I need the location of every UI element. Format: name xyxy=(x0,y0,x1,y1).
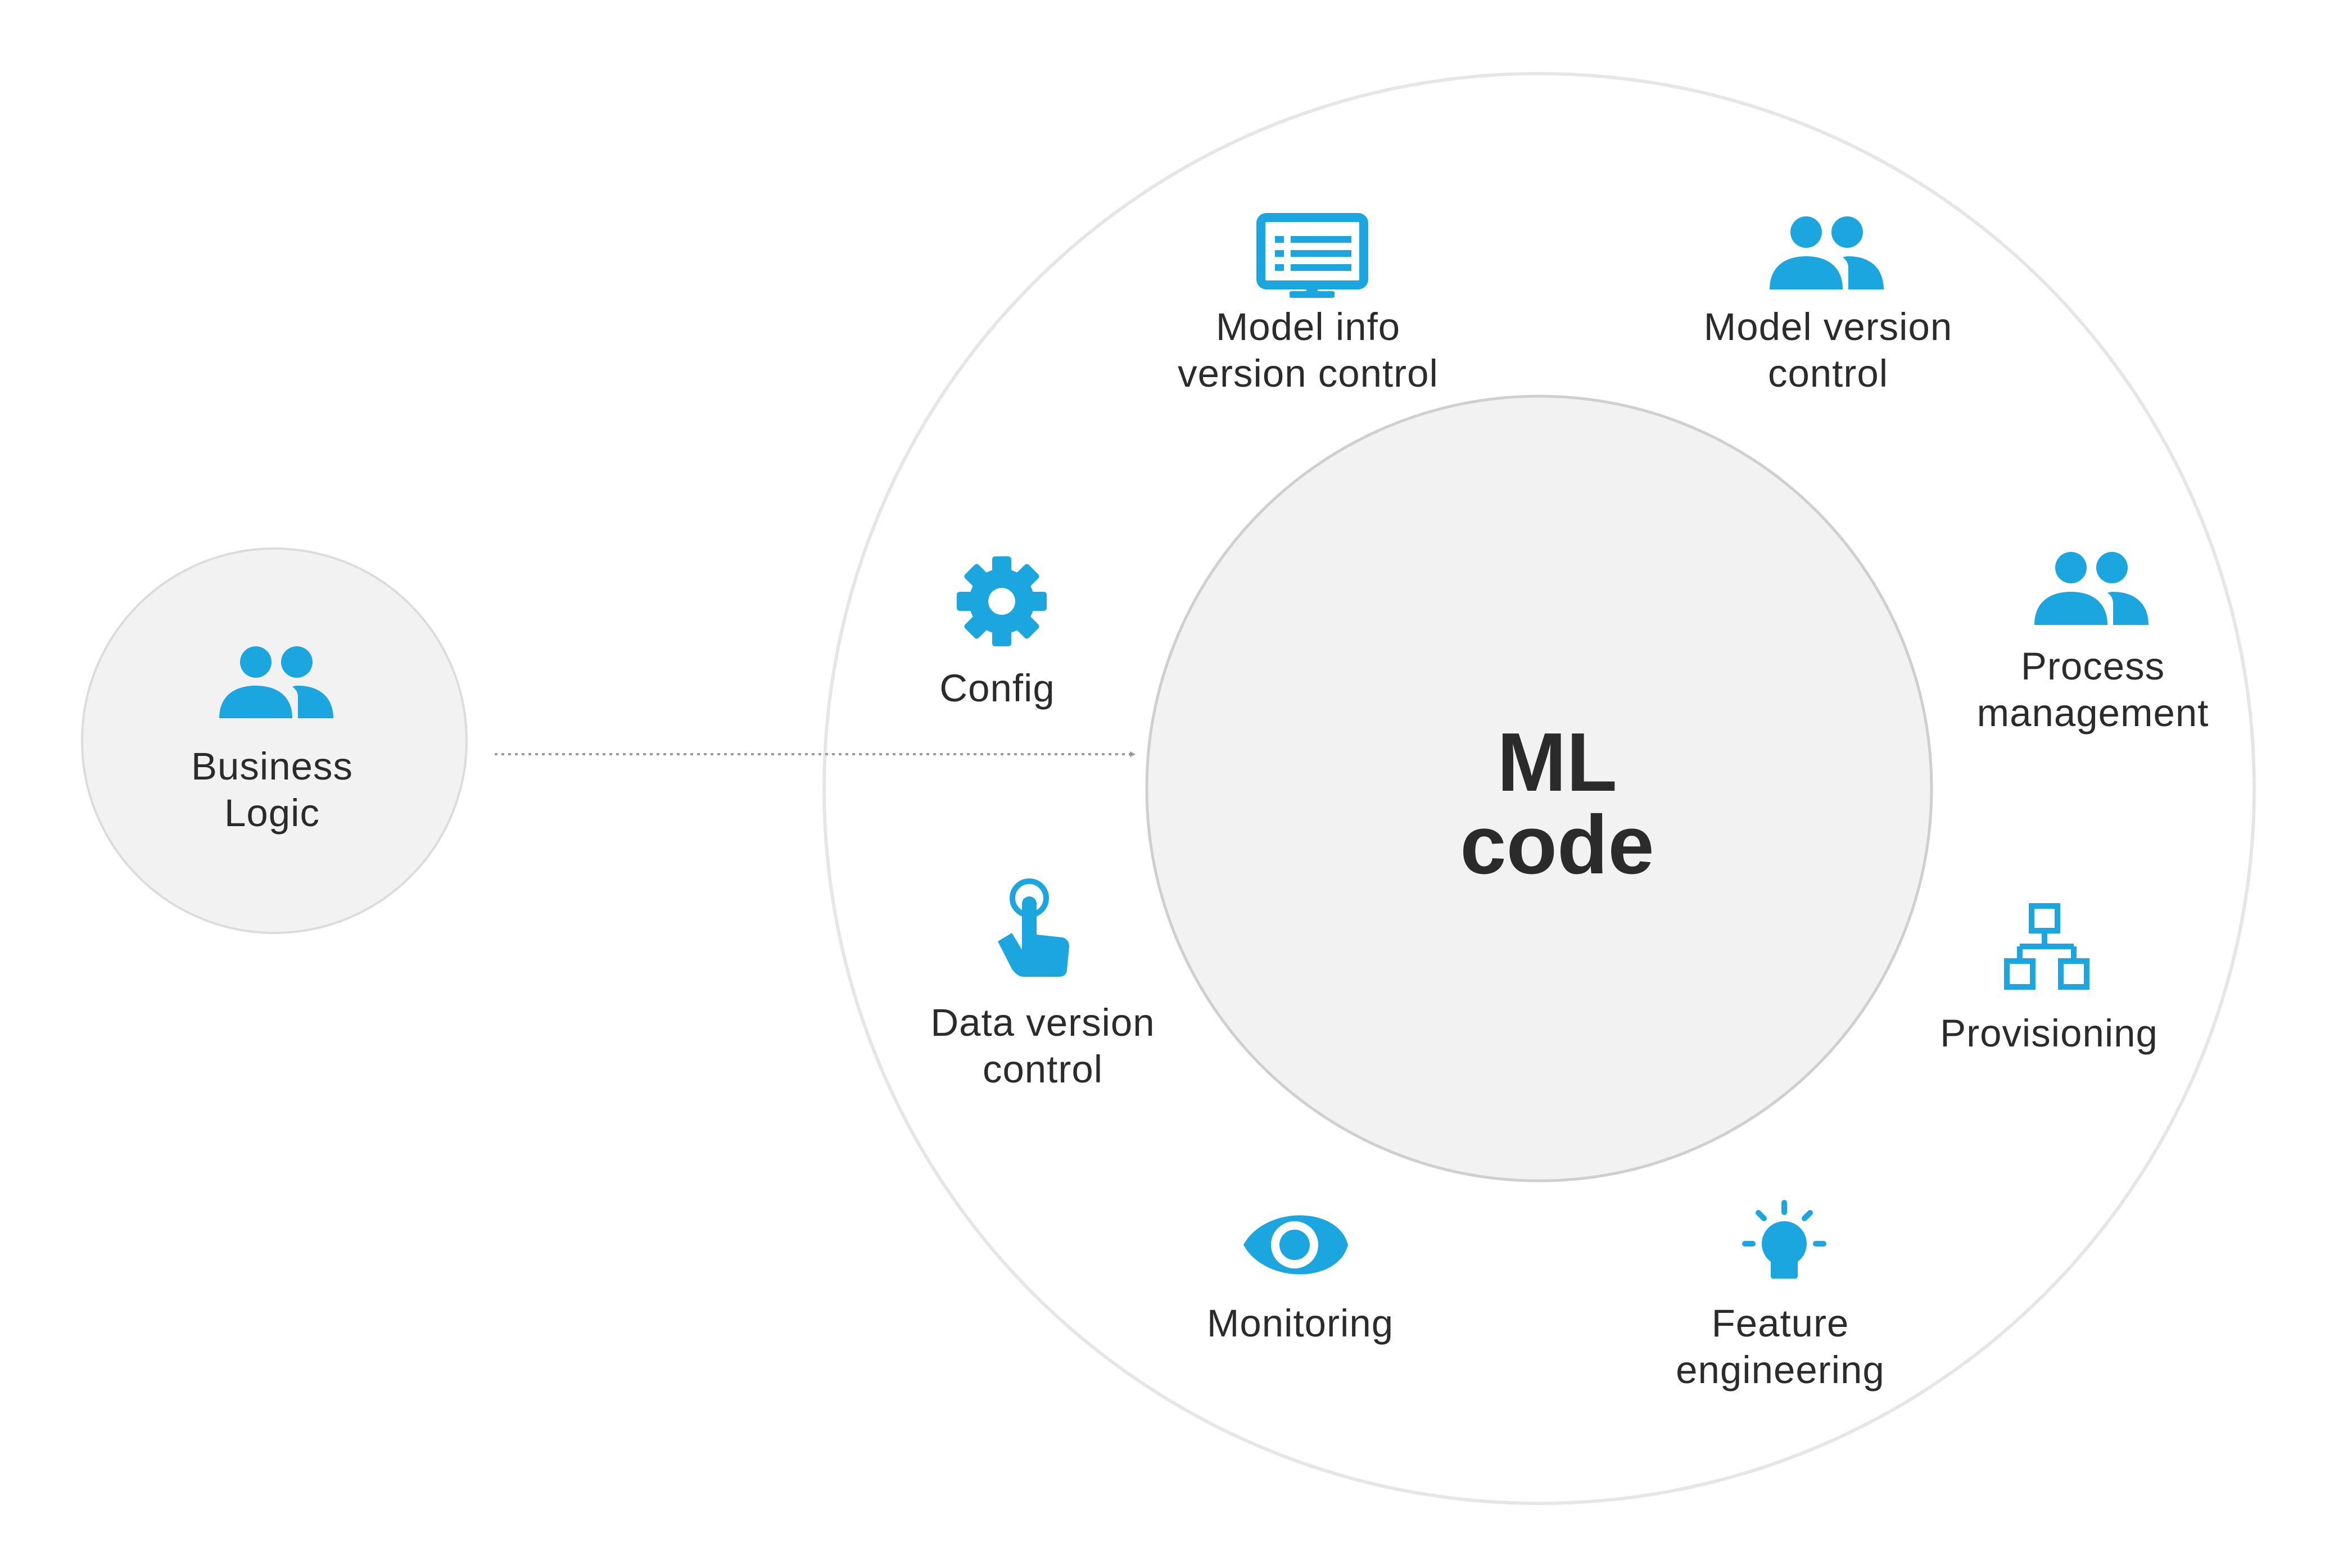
lightbulb-icon xyxy=(1742,1200,1826,1279)
provisioning-label: Provisioning xyxy=(1940,1012,2158,1055)
data-version-control-label-line1: Data version xyxy=(930,1001,1155,1044)
process-management-label-line1: Process xyxy=(2021,645,2165,688)
model-info-version-control-label-line1: Model info xyxy=(1216,305,1400,348)
model-version-control-label-line2: control xyxy=(1768,352,1888,395)
ml-code-circle xyxy=(1145,395,1933,1182)
gear-icon xyxy=(957,556,1047,646)
eye-icon xyxy=(1243,1215,1348,1275)
ml-code-title-line2: code xyxy=(1460,799,1654,891)
business-logic-label-line2: Logic xyxy=(224,791,320,835)
model-info-version-control-label-line2: version control xyxy=(1178,352,1439,395)
data-version-control-label-line2: control xyxy=(983,1048,1103,1091)
model-version-control-label-line1: Model version xyxy=(1704,305,1953,348)
hand-pointer-icon xyxy=(998,878,1069,977)
ml-code-title-line1: ML xyxy=(1497,716,1617,809)
monitor-list-icon xyxy=(1256,213,1368,298)
business-logic-circle xyxy=(81,547,468,934)
process-management-label-line2: management xyxy=(1977,691,2209,735)
feature-engineering-label-line1: Feature xyxy=(1712,1302,1849,1345)
monitoring-label: Monitoring xyxy=(1207,1302,1394,1345)
hierarchy-icon xyxy=(2004,903,2089,990)
config-label: Config xyxy=(939,667,1055,710)
users-icon xyxy=(2034,552,2148,625)
feature-engineering-label-line2: engineering xyxy=(1676,1348,1885,1392)
business-logic-label-line1: Business xyxy=(191,745,353,788)
users-icon xyxy=(219,646,333,718)
users-icon xyxy=(1770,216,1884,289)
